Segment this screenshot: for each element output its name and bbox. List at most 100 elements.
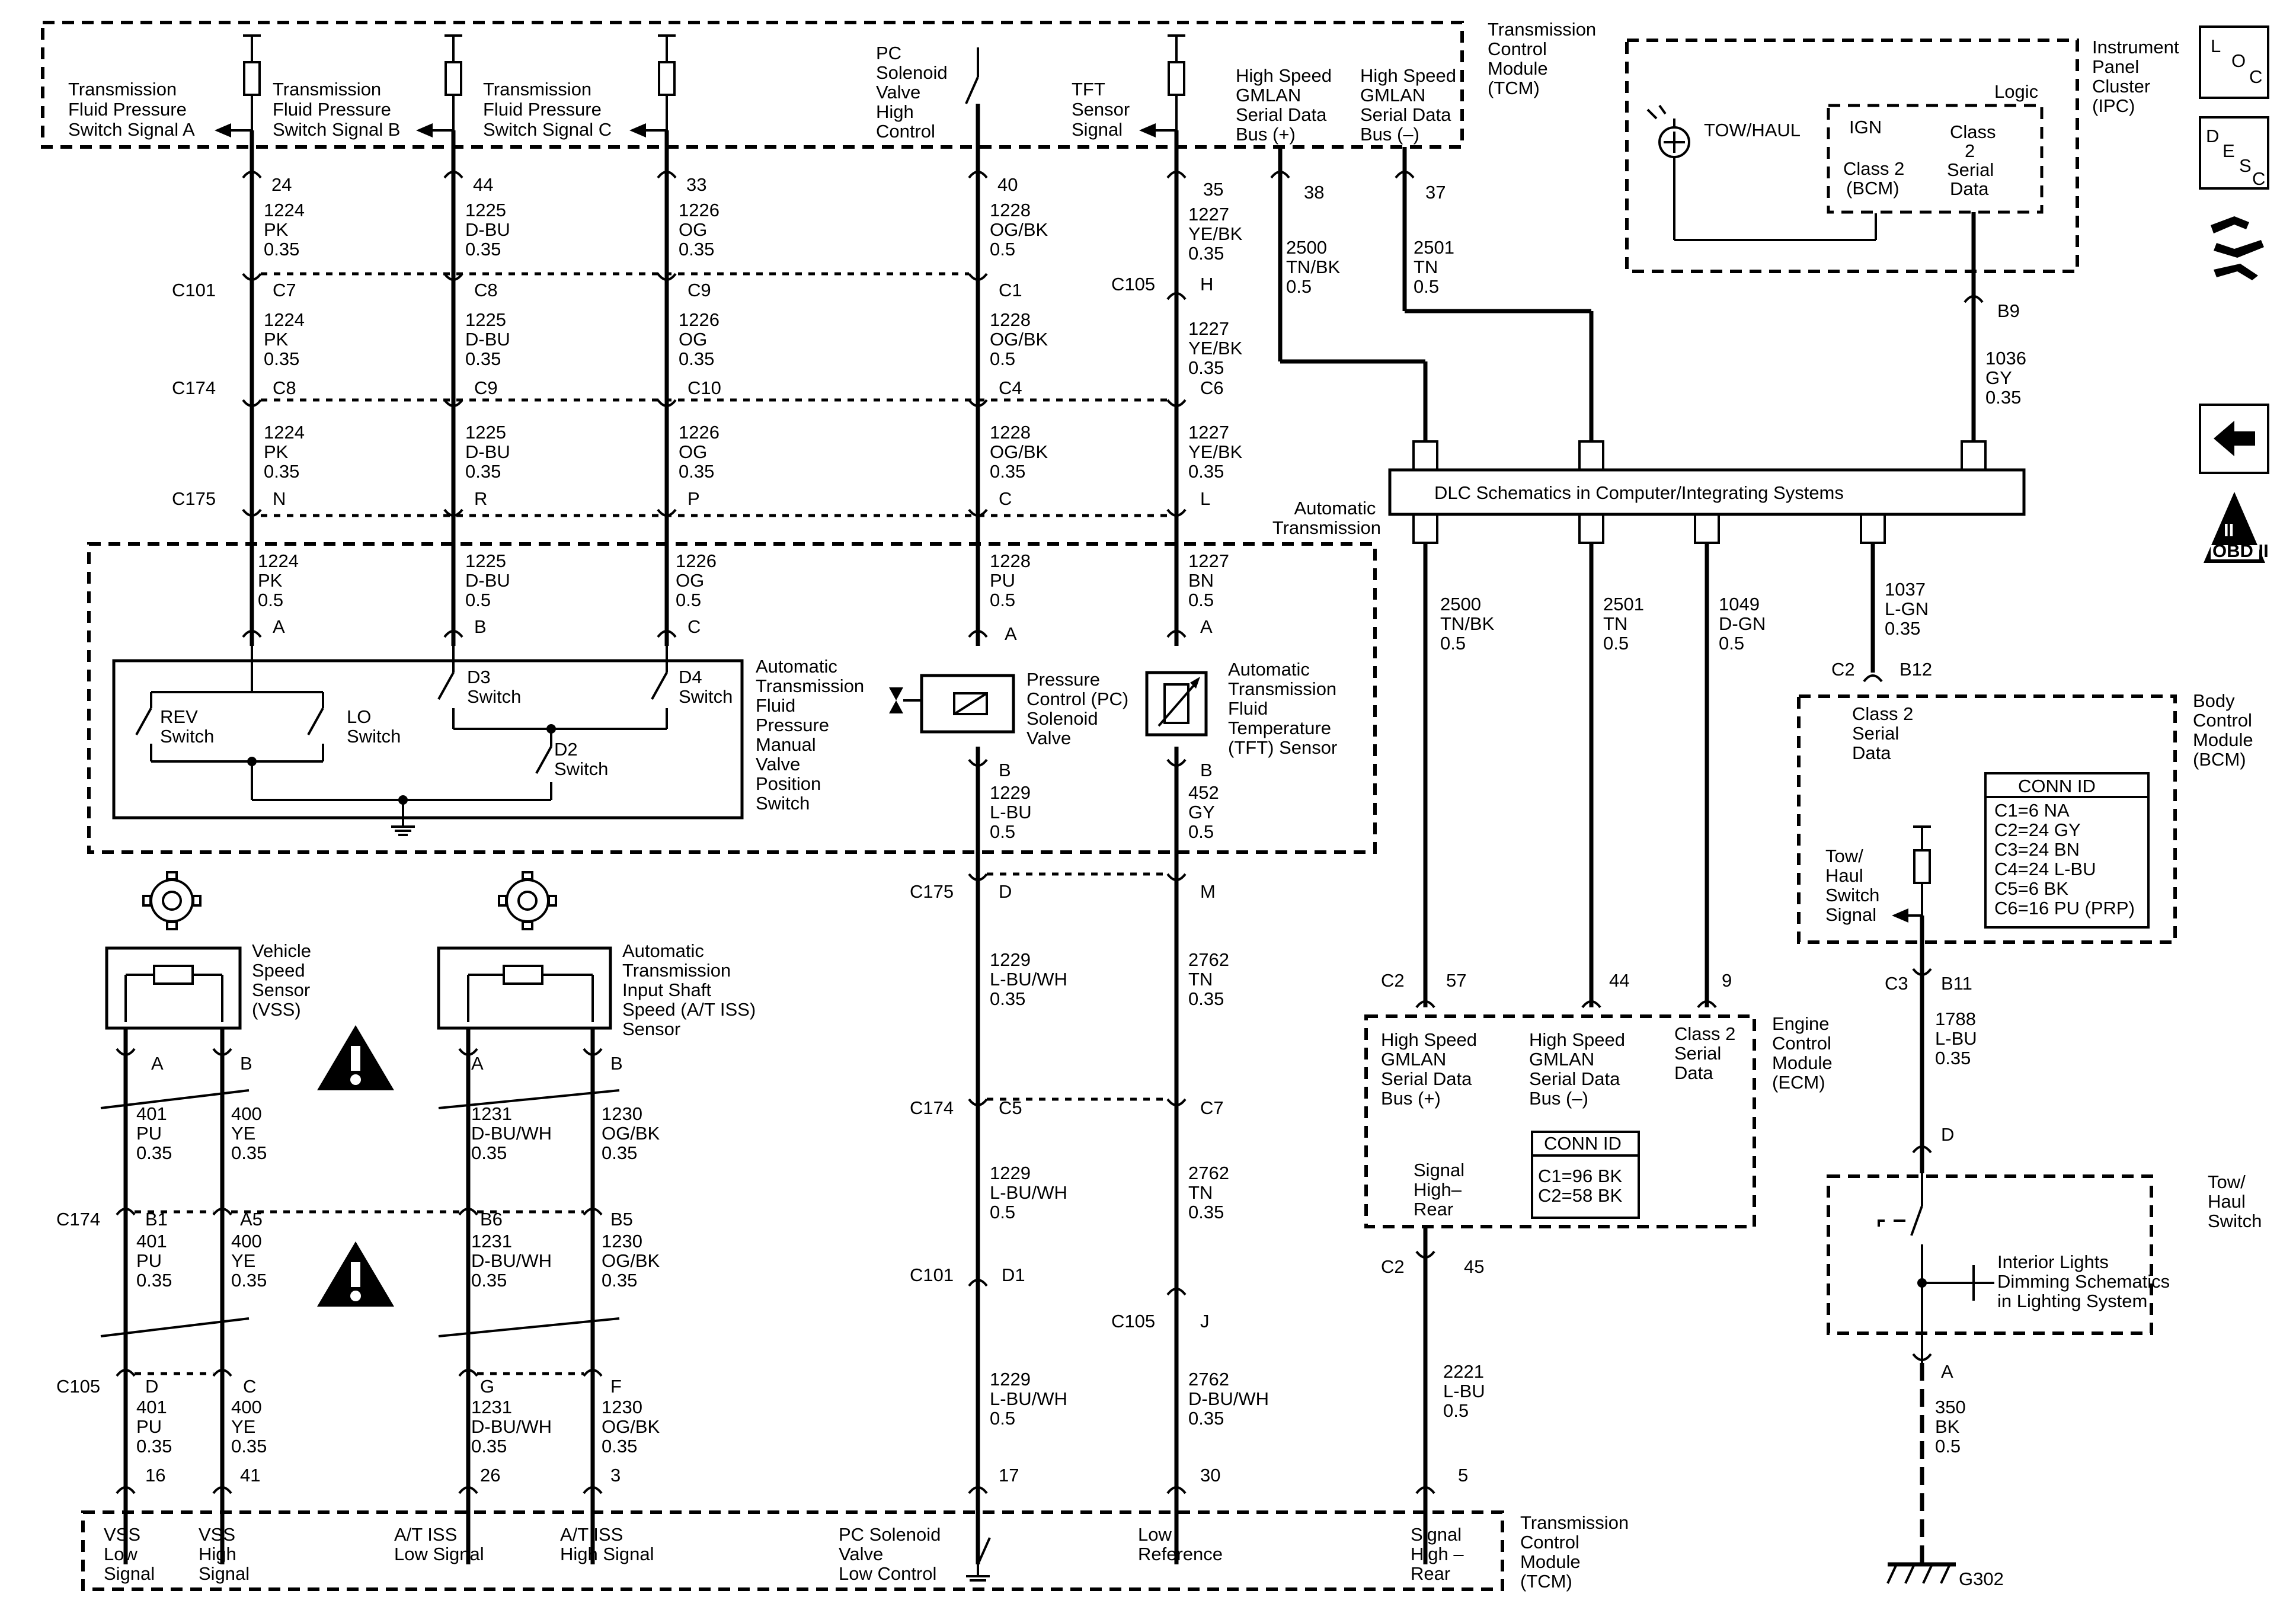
tcm-top-signal-labels: Transmission Fluid Pressure Switch Signa… <box>68 43 1456 145</box>
svg-text:A: A <box>273 616 285 637</box>
svg-text:C2: C2 <box>1831 659 1855 680</box>
svg-text:A: A <box>151 1053 164 1074</box>
side-icons: L O C D E S C II OBD II <box>2199 25 2269 563</box>
svg-text:L: L <box>1200 488 1210 509</box>
connector-dashes <box>261 272 1168 1101</box>
svg-text:D: D <box>999 881 1012 902</box>
svg-text:C5: C5 <box>999 1097 1022 1118</box>
svg-text:16: 16 <box>145 1465 165 1486</box>
svg-text:A: A <box>1941 1361 1953 1382</box>
svg-text:B: B <box>999 760 1011 780</box>
svg-text:R: R <box>474 488 487 509</box>
svg-text:S: S <box>2239 155 2252 176</box>
svg-text:30: 30 <box>1200 1465 1220 1486</box>
svg-text:B11: B11 <box>1941 973 1972 994</box>
svg-text:B12: B12 <box>1900 659 1932 680</box>
tfp-signal-b-label: Transmission Fluid Pressure Switch Signa… <box>273 79 400 140</box>
svg-text:M: M <box>1200 881 1216 902</box>
tcm-top-module: Transmission Control Module (TCM) <box>41 19 1596 149</box>
svg-text:57: 57 <box>1446 970 1466 991</box>
bcm-conn-id-title: CONN ID <box>2018 776 2096 796</box>
tfp-signal-c-label: Transmission Fluid Pressure Switch Signa… <box>483 79 612 140</box>
svg-text:D: D <box>2206 126 2219 146</box>
dlc-block: DLC Schematics in Computer/Integrating S… <box>1388 440 2026 1007</box>
svg-text:C1: C1 <box>999 280 1022 300</box>
connector-marks <box>242 171 1187 1494</box>
loc-icon: L O C <box>2199 25 2269 99</box>
svg-text:F: F <box>610 1376 622 1397</box>
svg-text:C2: C2 <box>1381 970 1405 991</box>
tfp-signal-a-label: Transmission Fluid Pressure Switch Signa… <box>68 79 195 140</box>
svg-text:B: B <box>240 1053 252 1074</box>
desc-icon: D E S C <box>2199 116 2269 190</box>
svg-text:C6: C6 <box>1200 377 1224 398</box>
svg-text:C2: C2 <box>1381 1256 1405 1277</box>
svg-text:C7: C7 <box>273 280 296 300</box>
svg-text:B1: B1 <box>145 1209 168 1230</box>
svg-text:E: E <box>2223 140 2235 161</box>
svg-text:O: O <box>2231 50 2246 71</box>
svg-text:B9: B9 <box>1997 300 2020 321</box>
svg-text:C7: C7 <box>1200 1097 1224 1118</box>
obd-ii-icon: II OBD II <box>2204 492 2269 563</box>
back-arrow-icon <box>2199 404 2269 474</box>
c101-label: C101 <box>172 280 216 300</box>
svg-text:B6: B6 <box>480 1209 503 1230</box>
c101-lower-label: C101 <box>910 1265 954 1285</box>
main-wires <box>250 104 1179 1564</box>
svg-text:A: A <box>471 1053 484 1074</box>
dlc-label: DLC Schematics in Computer/Integrating S… <box>1434 482 1844 503</box>
svg-text:C8: C8 <box>273 377 296 398</box>
svg-text:P: P <box>687 488 700 509</box>
svg-text:D: D <box>145 1376 158 1397</box>
svg-text:C: C <box>243 1376 256 1397</box>
svg-text:44: 44 <box>1609 970 1629 991</box>
svg-text:J: J <box>1200 1311 1210 1331</box>
